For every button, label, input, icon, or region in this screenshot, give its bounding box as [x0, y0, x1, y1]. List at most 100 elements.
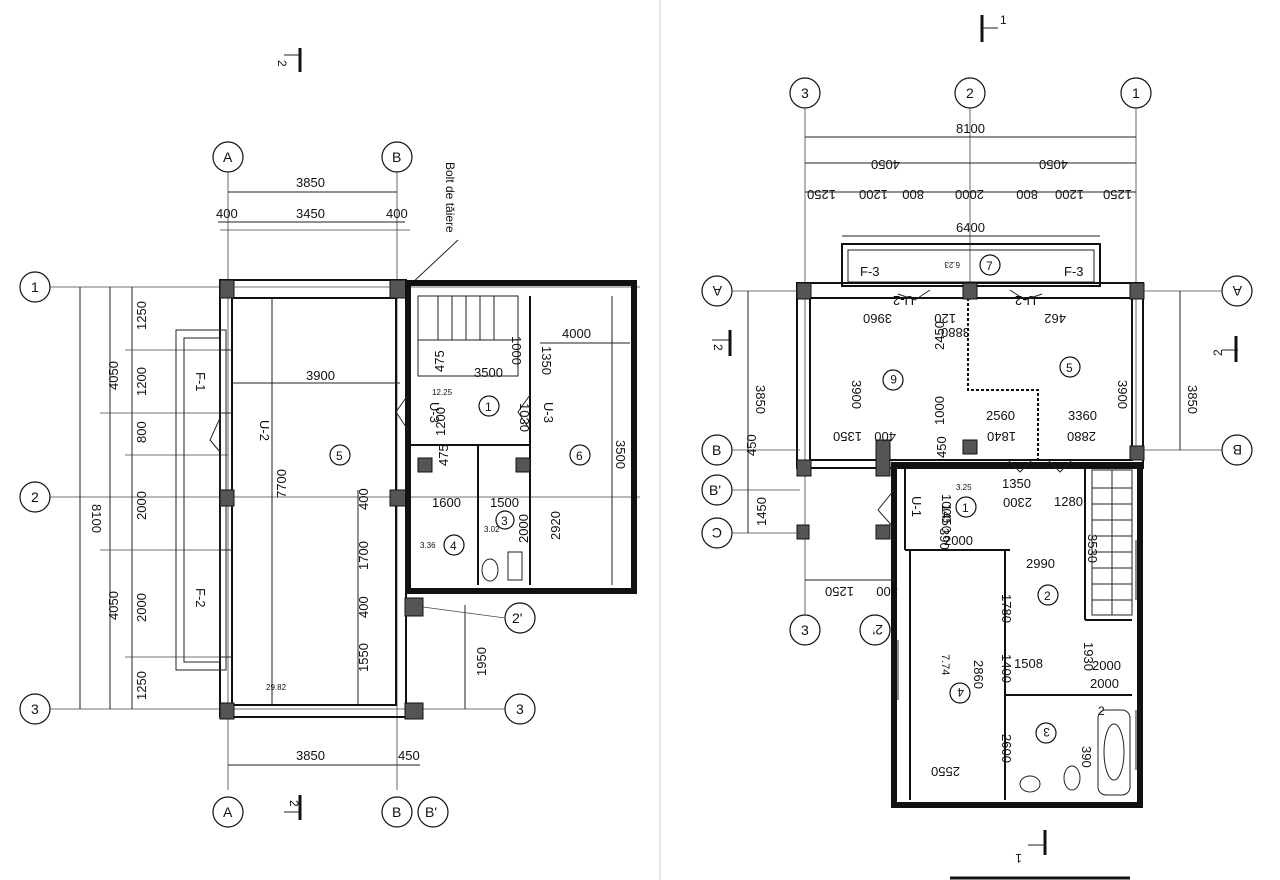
dim-left-1200: 1200 — [134, 367, 149, 396]
axis-label-B-bottom: B — [392, 804, 401, 820]
dim-top-400b: 400 — [386, 206, 408, 221]
room-number-2b: 2 — [1098, 704, 1105, 718]
dim-left-450: 450 — [744, 434, 759, 456]
dim-int-2000: 2000 — [516, 514, 531, 543]
axis-bubble-3-right — [504, 693, 536, 725]
dim-r-3900b: 3900 — [1115, 380, 1130, 409]
area-room-3: 3.02 — [484, 525, 500, 534]
section-mark-bottom: 2 — [287, 800, 301, 807]
section-mark-2-left: 2 — [711, 344, 725, 351]
dim-top-800b: 800 — [1016, 187, 1038, 202]
door-label-U3-b: U-3 — [541, 402, 556, 423]
axis-label-3-right: 3 — [516, 701, 524, 717]
dim-top-1200b: 1200 — [1055, 187, 1084, 202]
axis-label-A-bottom: A — [223, 804, 233, 820]
room-number-4: 4 — [450, 539, 457, 553]
room-number-2: 2 — [1044, 589, 1051, 603]
dim-r-2000c: 2000 — [1090, 676, 1119, 691]
axis-bubble-1-left — [19, 271, 51, 303]
axis-label-3-bottom: 3 — [801, 622, 809, 638]
room-number-4: 4 — [957, 685, 964, 699]
dim-r-1280: 1280 — [1054, 494, 1083, 509]
dim-r-2000b: 2000 — [1092, 658, 1121, 673]
axis-bubble-A-bottom — [212, 796, 244, 828]
dim-int-7700: 7700 — [274, 469, 289, 498]
dim-top-1200a: 1200 — [859, 187, 888, 202]
area-room-5: 29.82 — [266, 683, 287, 692]
dim-r-2560: 2560 — [986, 408, 1015, 423]
dim-top-4050b: 4050 — [1039, 157, 1068, 172]
door-label-U2-a: U-2 — [893, 293, 914, 308]
axis-label-C-left: C — [712, 525, 722, 541]
right-floor-plan: 1 3 2 1 8100 4050 4050 1250 1200 800 200… — [701, 13, 1253, 880]
door-label-U2-b: U-2 — [1015, 293, 1036, 308]
stair-flight-left — [417, 295, 519, 377]
dim-int-1350: 1350 — [539, 346, 554, 375]
axis-bubble-B-bottom — [381, 796, 413, 828]
axis-label-2prime: 2' — [512, 610, 522, 626]
dim-r-2600: 2600 — [999, 734, 1014, 763]
dim-int-1000: 1000 — [509, 336, 524, 365]
stair-flight-right — [1091, 469, 1133, 616]
dim-r-2990: 2990 — [1026, 556, 1055, 571]
door-label-U1: U-1 — [909, 496, 924, 517]
dim-int-475a: 475 — [432, 350, 447, 372]
dim-left-4050b: 4050 — [106, 591, 121, 620]
room-number-1: 1 — [485, 400, 492, 414]
dim-int-1550: 1550 — [356, 643, 371, 672]
dim-int-4000: 4000 — [562, 326, 591, 341]
room-number-6: 6 — [890, 372, 897, 386]
axis-label-Bprime-left: B' — [709, 482, 721, 498]
left-main-room-walls — [219, 279, 407, 718]
dim-r-2550: 2550 — [931, 764, 960, 779]
room-number-3: 3 — [501, 514, 508, 528]
dim-r-1930: 1930 — [1081, 642, 1096, 671]
dim-left-8100: 8100 — [89, 504, 104, 533]
room-number-7: 7 — [986, 259, 993, 273]
dim-top-1250a: 1250 — [807, 187, 836, 202]
room-number-6: 6 — [576, 449, 583, 463]
dim-int-400b: 400 — [356, 596, 371, 618]
area-room-4: 3.36 — [420, 541, 436, 550]
dim-top-400a: 400 — [216, 206, 238, 221]
dim-left-4050a: 4050 — [106, 361, 121, 390]
dim-top-2000: 2000 — [955, 187, 984, 202]
axis-label-2-left: 2 — [31, 489, 39, 505]
dim-r-3360: 3360 — [1068, 408, 1097, 423]
dim-top-6400: 6400 — [956, 220, 985, 235]
axis-bubble-2prime-bottom — [859, 614, 891, 646]
area-room-4-right: 7.74 — [939, 654, 951, 675]
axis-label-A-top: A — [223, 149, 233, 165]
dim-r-1350b: 1350 — [1002, 476, 1031, 491]
dim-int-2920: 2920 — [548, 511, 563, 540]
axis-label-Bprime-bottom: B' — [425, 804, 437, 820]
dim-r-2860: 2860 — [971, 660, 986, 689]
dim-left-3850: 3850 — [753, 385, 768, 414]
dim-r-2450: 2450 — [932, 321, 947, 350]
axis-bubble-A-top — [212, 141, 244, 173]
room-number-5: 5 — [1066, 361, 1073, 375]
dim-r-450: 450 — [934, 436, 949, 458]
dim-int-1700: 1700 — [356, 541, 371, 570]
dim-r-462: 462 — [1044, 311, 1066, 326]
dim-r-3960: 3960 — [863, 311, 892, 326]
section-mark-1-bottom: 1 — [1015, 851, 1022, 865]
dim-r-3880: 3880 — [941, 325, 970, 340]
dim-r-300: 300 — [876, 584, 898, 599]
section-mark-2-right: 2 — [1211, 349, 1225, 356]
door-label-U3-a: U-3 — [427, 402, 442, 423]
dim-int-400a: 400 — [356, 488, 371, 510]
dim-r-400: 400 — [874, 429, 896, 444]
dim-top-800a: 800 — [902, 187, 924, 202]
dim-int-475b: 475 — [436, 444, 451, 466]
dim-r-1000b: 1000 — [939, 494, 954, 523]
window-label-F2: F-2 — [193, 588, 208, 608]
axis-label-A-right: A — [1232, 283, 1242, 299]
window-label-F3-right: F-3 — [1064, 264, 1084, 279]
section-mark-top: 2 — [275, 60, 289, 67]
dim-r-1350: 1350 — [833, 429, 862, 444]
bathtub — [1097, 709, 1131, 796]
dim-left-1450: 1450 — [754, 497, 769, 526]
dim-r-3900a: 3900 — [849, 380, 864, 409]
